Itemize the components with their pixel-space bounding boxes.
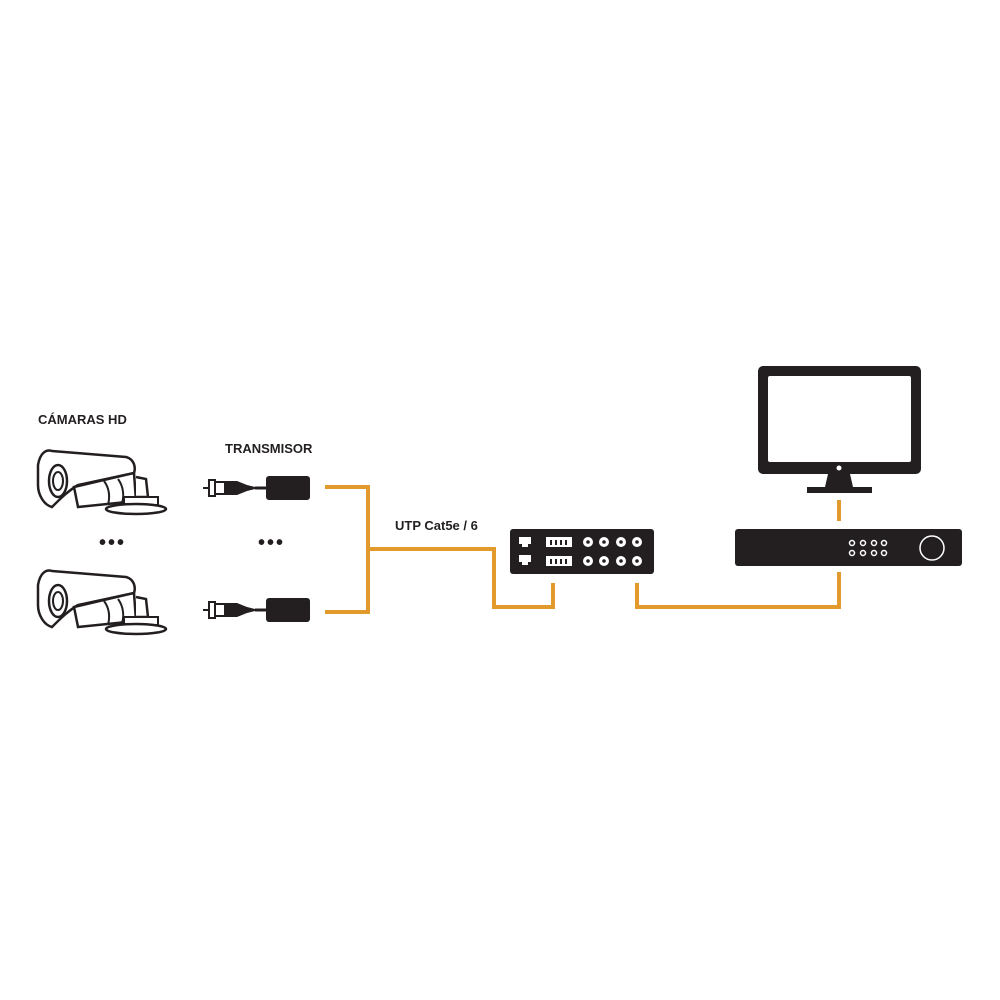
cameras-ellipsis: ••• [99,532,127,554]
cable-receiver-dvr [635,572,841,609]
utp-cables [325,485,841,614]
cable-transmitters [325,485,370,614]
cable-to-receiver [368,547,555,609]
cable-label: UTP Cat5e / 6 [395,518,478,533]
camera-1 [36,449,168,516]
monitor [758,366,921,493]
camera-2 [36,569,168,636]
receiver-hub [510,529,654,574]
transmitters-ellipsis: ••• [258,532,286,554]
transmitter-2 [201,596,312,624]
dvr [735,529,962,566]
transmitter-label: TRANSMISOR [225,441,313,456]
cameras-label: CÁMARAS HD [38,412,127,427]
transmitter-1 [201,474,312,502]
